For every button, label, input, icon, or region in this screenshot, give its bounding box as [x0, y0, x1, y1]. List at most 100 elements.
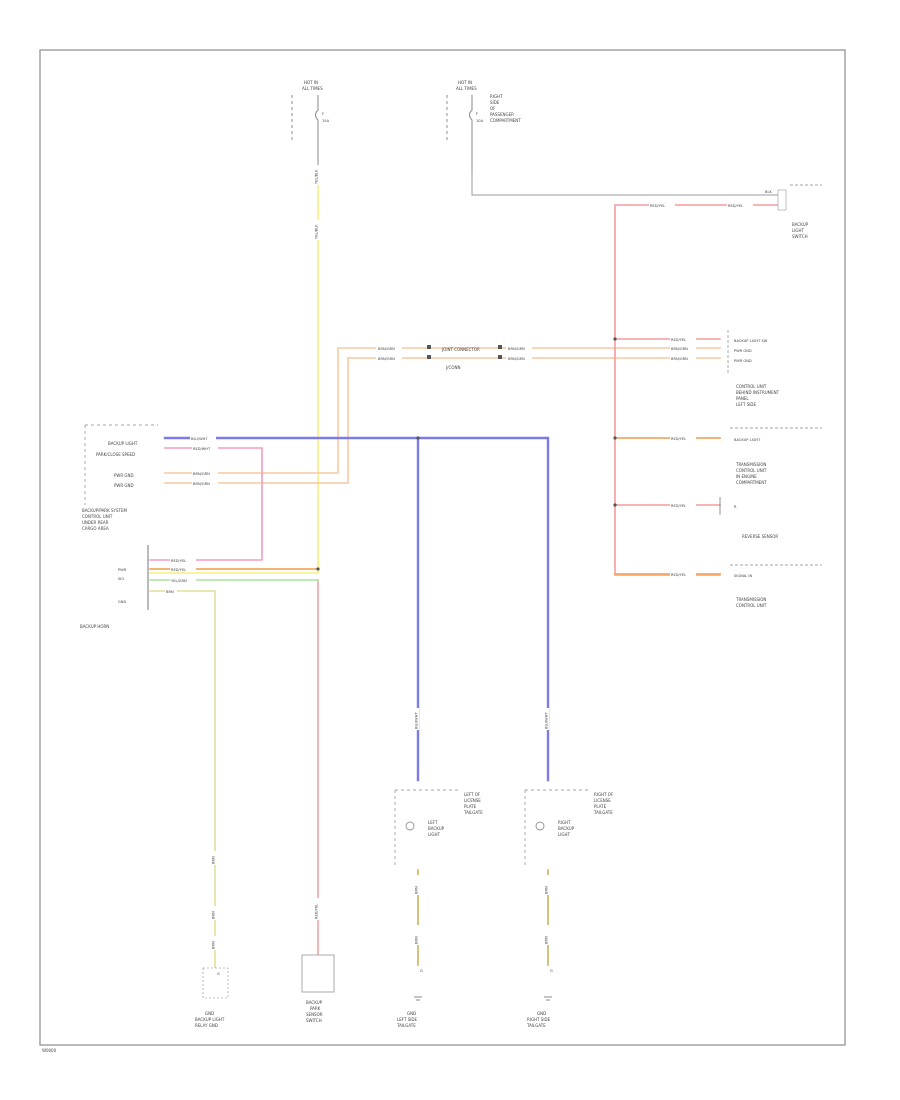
wire-tag: BLU/WHT — [191, 437, 208, 441]
svg-text:CONTROL UNIT: CONTROL UNIT — [736, 384, 767, 389]
svg-text:REVERSE SENSOR: REVERSE SENSOR — [742, 534, 778, 539]
svg-text:BACKUP LIGHT: BACKUP LIGHT — [195, 1017, 225, 1022]
wire-tag: YEL/BLK — [315, 169, 319, 184]
red-wire-right — [614, 204, 786, 576]
svg-text:IN ENGINE: IN ENGINE — [736, 474, 757, 479]
blue-wire-main — [163, 436, 550, 782]
svg-text:PLATE: PLATE — [464, 804, 477, 809]
wire-tag: BRN/GRN — [378, 357, 395, 361]
module-pin-backup-light: BACKUP LIGHT — [108, 441, 138, 446]
fuse-right-id: F — [476, 112, 478, 116]
svg-text:CONTROL UNIT: CONTROL UNIT — [736, 468, 767, 473]
wire-tag: BRN — [415, 936, 419, 944]
right-block-1: BACKUP LIGHT SW PWR GND PWR GND CONTROL … — [727, 330, 780, 407]
wire-tag: YEL/BLK — [315, 224, 319, 239]
orange-wire-2 — [164, 357, 721, 484]
junction-label-2: J/CONN — [445, 365, 460, 370]
yellow-wire — [149, 169, 319, 574]
wire-tag: BRN — [545, 886, 549, 894]
svg-text:COMPARTMENT: COMPARTMENT — [736, 480, 767, 485]
svg-text:TAILGATE: TAILGATE — [463, 810, 483, 815]
svg-text:COMPARTMENT: COMPARTMENT — [490, 118, 521, 123]
switch-name-1: BACKUP — [792, 222, 809, 227]
module-pin-park: PARK/CLOSE SPEED — [96, 452, 135, 457]
svg-text:LICENSE: LICENSE — [464, 798, 481, 803]
wire-tag: BRN/GRN — [193, 472, 210, 476]
svg-text:PLATE: PLATE — [594, 804, 607, 809]
top-fuse-left: HOT IN ALL TIMES F 15A — [291, 80, 330, 170]
wire-tag: RED/YEL — [650, 204, 665, 208]
switch-wire-label: RED/YEL — [728, 204, 743, 208]
svg-text:BEHIND INSTRUMENT: BEHIND INSTRUMENT — [736, 390, 780, 395]
plug-yellow-wire — [149, 590, 216, 996]
svg-text:LEFT OF: LEFT OF — [464, 792, 481, 797]
svg-text:R: R — [734, 505, 737, 509]
svg-text:LEFT SIDE: LEFT SIDE — [736, 402, 757, 407]
svg-text:PWR GND: PWR GND — [734, 359, 752, 363]
plug-pin-3: GND — [118, 600, 126, 604]
fuse-left-line1: HOT IN — [304, 80, 318, 85]
svg-text:BACKUP: BACKUP — [306, 1000, 323, 1005]
junction-label-1: JOINT CONNECTOR — [441, 347, 480, 352]
module-name-4: CARGO AREA — [82, 526, 109, 531]
switch-name-3: SWITCH — [792, 234, 808, 239]
backup-park-control-unit: BACKUP LIGHT PARK/CLOSE SPEED PWR GND PW… — [82, 424, 158, 531]
svg-text:BACKUP LIGHT SW: BACKUP LIGHT SW — [734, 339, 768, 343]
svg-text:TAILGATE: TAILGATE — [593, 810, 613, 815]
plug-name: BACKUP HORN — [80, 624, 109, 629]
svg-text:RELAY GND: RELAY GND — [195, 1023, 218, 1028]
diagram-frame — [39, 49, 846, 1046]
wire-labels: YEL/BLK YEL/BLK BRN/GRN BRN/GRN BRN/GRN … — [165, 165, 696, 950]
svg-text:OF: OF — [490, 106, 496, 111]
wire-tag: BRN — [212, 941, 216, 949]
svg-text:CONTROL UNIT: CONTROL UNIT — [736, 603, 767, 608]
module-name-2: CONTROL UNIT — [82, 514, 113, 519]
wire-tag: BRN — [415, 886, 419, 894]
svg-text:G: G — [420, 969, 423, 973]
wire-tag: RED/WHT — [193, 447, 211, 451]
wire-tag: RED/YEL — [671, 437, 686, 441]
fuse-left-amp: 15A — [322, 119, 330, 123]
svg-text:G: G — [217, 972, 220, 976]
right-lamp-icon — [535, 821, 545, 831]
svg-text:LIGHT: LIGHT — [428, 832, 441, 837]
pink-wire — [149, 447, 263, 561]
svg-text:PARK: PARK — [310, 1006, 321, 1011]
svg-text:TRANSMISSION: TRANSMISSION — [735, 597, 766, 602]
wire-tag: BRN — [212, 856, 216, 864]
svg-text:TAILGATE: TAILGATE — [526, 1023, 546, 1028]
svg-text:RIGHT: RIGHT — [558, 820, 571, 825]
wire-tag: YEL/GRN — [171, 579, 187, 583]
module-name-3: UNDER REAR — [82, 520, 109, 525]
plug-pin-2: SIG — [118, 577, 124, 581]
svg-text:RIGHT SIDE: RIGHT SIDE — [527, 1017, 551, 1022]
park-sensor-switch: BACKUP PARK SENSOR SWITCH — [301, 954, 335, 1023]
wire-tag: BRN/GRN — [671, 347, 688, 351]
svg-text:LEFT SIDE: LEFT SIDE — [397, 1017, 418, 1022]
backup-horn-plug: PWR SIG GND BACKUP HORN — [80, 545, 149, 629]
svg-text:SIDE: SIDE — [490, 100, 500, 105]
module-name-1: BACKUP/PARK SYSTEM — [82, 508, 127, 513]
wire-tag: BRN/GRN — [508, 357, 525, 361]
switch-name-2: LIGHT — [792, 228, 805, 233]
svg-text:GND: GND — [407, 1011, 416, 1016]
wire-tag: BLU/WHT — [545, 712, 549, 729]
wire-tag: RED/YEL — [171, 568, 186, 572]
wire-tag: BRN — [166, 590, 174, 594]
gray-wire-top — [471, 169, 786, 196]
splice-dots — [316, 337, 617, 571]
svg-text:GND: GND — [205, 1011, 214, 1016]
svg-text:SWITCH: SWITCH — [306, 1018, 322, 1023]
svg-text:G: G — [550, 969, 553, 973]
svg-text:LEFT: LEFT — [428, 820, 438, 825]
right-block-2: BACKUP LIGHT TRANSMISSION CONTROL UNIT I… — [730, 427, 822, 485]
svg-text:GND: GND — [537, 1011, 546, 1016]
top-right-note: RIGHT SIDE OF PASSENGER COMPARTMENT — [490, 94, 521, 123]
fuse-right-line1: HOT IN — [458, 80, 472, 85]
svg-text:TAILGATE: TAILGATE — [396, 1023, 416, 1028]
fuse-right-line2: ALL TIMES — [456, 86, 477, 91]
svg-text:LIGHT: LIGHT — [558, 832, 571, 837]
svg-text:BACKUP LIGHT: BACKUP LIGHT — [734, 438, 761, 442]
wire-tag: RED/YEL — [671, 504, 686, 508]
